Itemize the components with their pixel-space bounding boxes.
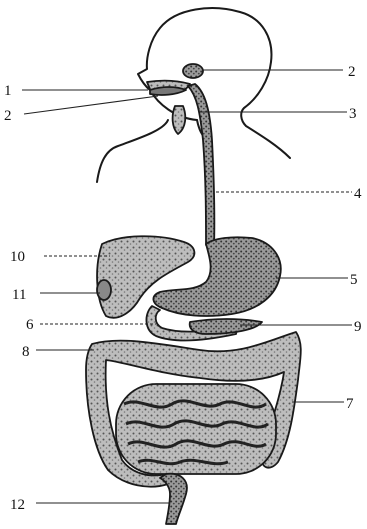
label-6: 6 [26,317,34,333]
label-4: 4 [354,186,362,202]
label-2a: 2 [4,108,12,124]
label-10: 10 [10,249,25,265]
rectum [160,474,187,524]
small-intestine [116,384,276,474]
label-5: 5 [350,272,358,288]
label-11: 11 [12,287,26,303]
label-12: 12 [10,497,25,513]
larynx [173,106,186,134]
salivary-gland [183,64,203,78]
label-1: 1 [4,83,12,99]
esophagus [188,84,214,247]
gallbladder [97,280,111,300]
label-7: 7 [346,396,354,412]
label-2b: 2 [348,64,356,80]
tongue [150,87,186,95]
pancreas [190,319,262,334]
upper-tract [147,64,214,247]
leader-2a [24,96,158,114]
label-8: 8 [22,344,30,360]
label-9: 9 [354,319,362,335]
label-3: 3 [349,106,357,122]
